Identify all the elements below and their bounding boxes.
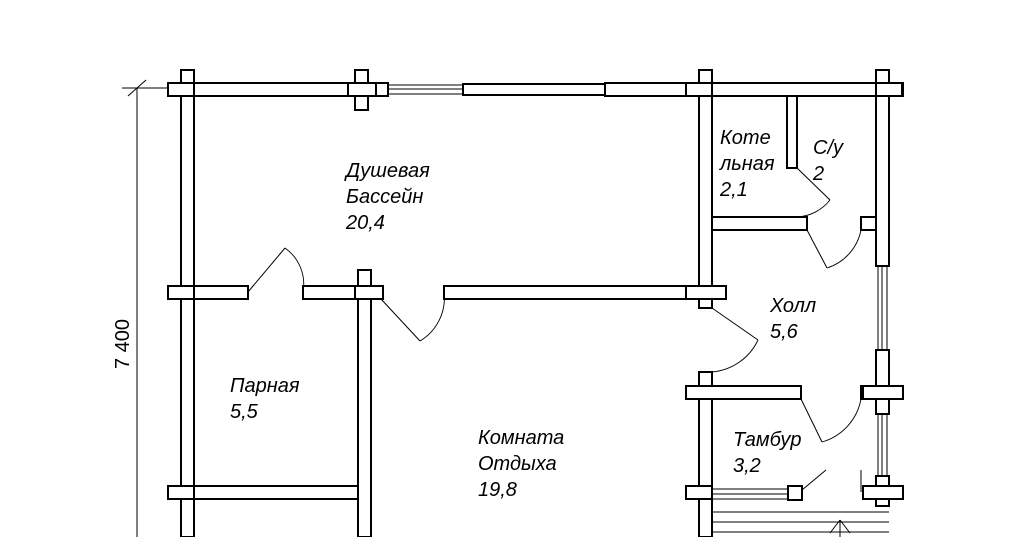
room-hall: Холл 5,6: [770, 293, 816, 345]
room-wc: С/у 2: [813, 135, 843, 187]
log-corners: [167, 69, 904, 500]
door-swings: [247, 167, 862, 492]
room-name: Комната: [478, 427, 565, 449]
room-name: Коте: [720, 127, 771, 149]
room-area: 2: [813, 163, 825, 185]
room-vestibule: Тамбур 3,2: [733, 427, 802, 479]
dimension-height-label: 7 400: [112, 318, 134, 370]
room-name: Душевая: [346, 160, 430, 182]
room-area: 3,2: [733, 455, 761, 477]
log-walls: [167, 69, 904, 537]
room-name: С/у: [813, 137, 843, 159]
room-rest: Комната Отдыха 19,8: [478, 425, 564, 503]
room-name: льная: [720, 153, 775, 175]
room-area: 5,5: [230, 401, 258, 423]
room-area: 20,4: [346, 212, 385, 234]
room-name: Отдыха: [478, 453, 557, 475]
room-name: Тамбур: [733, 429, 802, 451]
room-area: 19,8: [478, 479, 517, 501]
room-name: Холл: [770, 295, 817, 317]
room-shower-pool: Душевая Бассейн 20,4: [346, 158, 430, 236]
room-area: 2,1: [720, 179, 748, 201]
room-area: 5,6: [770, 321, 798, 343]
room-name: Парная: [230, 375, 300, 397]
room-boiler: Коте льная 2,1: [720, 125, 775, 203]
top-window: [387, 83, 606, 96]
room-steam: Парная 5,5: [230, 373, 300, 425]
room-name: Бассейн: [346, 186, 424, 208]
